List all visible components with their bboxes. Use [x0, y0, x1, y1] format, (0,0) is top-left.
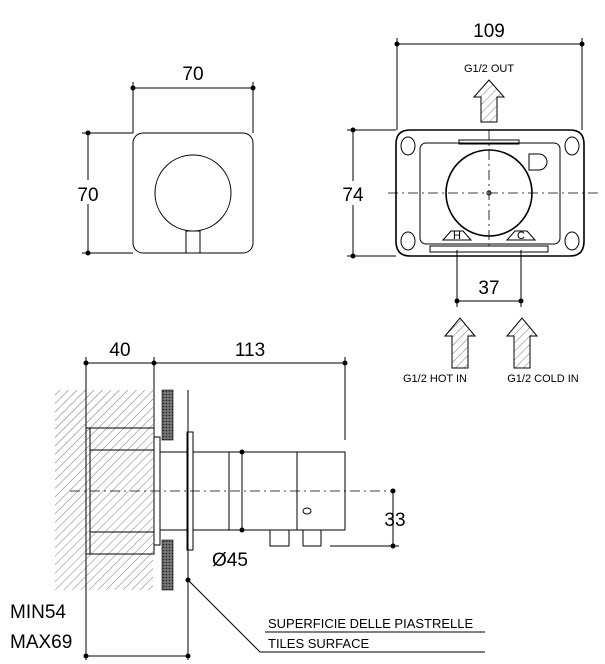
cold-inlet-marker [505, 230, 537, 241]
outlet-arrow-icon [472, 79, 506, 123]
box-frame [395, 129, 585, 257]
depth-dimension: 40 [109, 340, 130, 361]
box-width-dimension: 109 [473, 21, 505, 42]
box-view: H C 109 74 37 G1/2 OUT G1/2 HOT IN G1/2 … [338, 21, 600, 385]
tile-layer [161, 389, 174, 441]
tiles-surface-label-it: SUPERFICIE DELLE PIASTRELLE [268, 616, 474, 631]
width-dimension: 70 [182, 64, 203, 85]
tiles-surface-label-en: TILES SURFACE [268, 636, 369, 651]
min-depth-label: MIN54 [10, 602, 66, 623]
hot-inlet-label: G1/2 HOT IN [403, 373, 467, 385]
hot-inlet-arrow-icon [443, 317, 477, 369]
length-dimension: 113 [235, 340, 265, 361]
cold-inlet-label: G1/2 COLD IN [507, 373, 579, 385]
side-view: 40 113 Ø45 33 SUPERFICIE DELLE PIASTRELL… [10, 340, 485, 660]
cold-inlet-arrow-icon [505, 317, 539, 369]
outlet-label: G1/2 OUT [464, 63, 514, 75]
hot-inlet-marker [441, 230, 473, 241]
handle-knob [154, 154, 232, 232]
wall-hatch [55, 390, 153, 590]
cover-plate [132, 132, 254, 254]
offset-dimension: 33 [384, 510, 405, 531]
inlet-spacing-dimension: 37 [478, 278, 499, 299]
box-height-dimension: 74 [342, 185, 364, 206]
height-dimension: 70 [77, 185, 98, 206]
svg-text:C: C [517, 230, 525, 242]
front-view: 70 70 [74, 64, 256, 256]
handle-lever [185, 230, 201, 254]
max-depth-label: MAX69 [10, 632, 72, 653]
logo-icon [528, 153, 548, 171]
svg-text:H: H [453, 230, 461, 242]
diameter-dimension: Ø45 [212, 550, 248, 571]
